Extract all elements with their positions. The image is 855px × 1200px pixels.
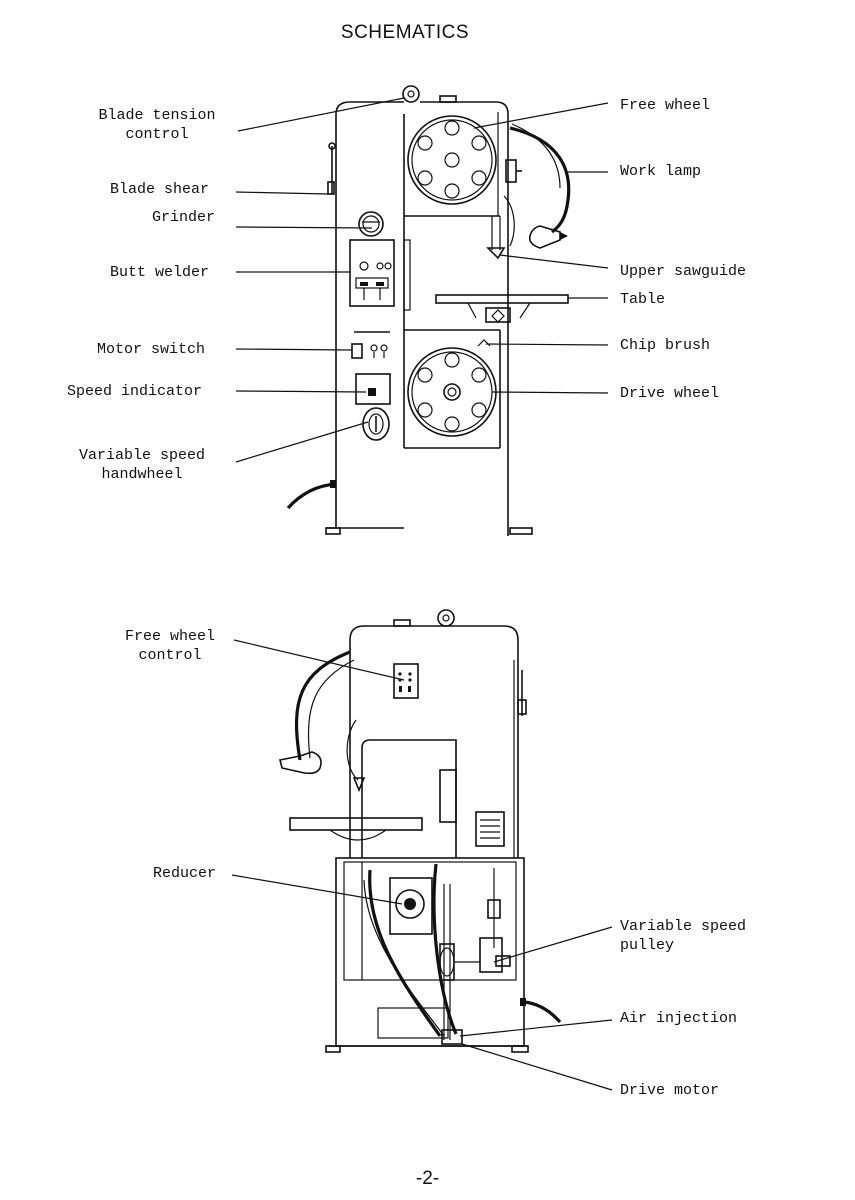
label-variable-speed-line1: Variable speed (78, 447, 206, 464)
label-variable-speed-pulley-line1: Variable speed (620, 918, 747, 935)
label-variable-speed-handwheel: Variable speed handwheel (62, 446, 222, 484)
label-blade-shear: Blade shear (110, 181, 210, 198)
label-drive-motor: Drive motor (620, 1082, 720, 1099)
page-title: SCHEMATICS (340, 22, 470, 43)
label-chip-brush: Chip brush (620, 337, 711, 354)
label-drive-wheel: Drive wheel (620, 385, 720, 402)
label-variable-speed-pulley-line2: pulley (620, 937, 675, 954)
label-table: Table (620, 291, 666, 308)
label-free-wheel: Free wheel (620, 97, 711, 114)
label-grinder: Grinder (152, 209, 216, 226)
label-air-injection: Air injection (620, 1010, 738, 1027)
label-free-wheel-control-line1: Free wheel (124, 628, 215, 645)
label-variable-speed-line2: handwheel (101, 466, 183, 483)
front-view-leader-lines (235, 97, 609, 463)
rear-view-leader-lines (231, 639, 613, 1091)
label-blade-tension-line2: control (125, 126, 189, 143)
rear-view-bandsaw (279, 609, 562, 1053)
label-variable-speed-pulley: Variable speed pulley (620, 917, 746, 955)
label-blade-tension-control: Blade tension control (82, 106, 232, 144)
label-motor-switch: Motor switch (97, 341, 206, 358)
label-upper-sawguide: Upper sawguide (620, 263, 747, 280)
label-free-wheel-control: Free wheel control (110, 627, 230, 665)
label-speed-indicator: Speed indicator (67, 383, 203, 400)
page-number: -2- (415, 1168, 440, 1189)
label-reducer: Reducer (153, 865, 217, 882)
label-work-lamp: Work lamp (620, 163, 702, 180)
label-free-wheel-control-line2: control (138, 647, 202, 664)
front-view-bandsaw (286, 85, 571, 536)
label-butt-welder: Butt welder (110, 264, 210, 281)
label-blade-tension-line1: Blade tension (98, 107, 216, 124)
